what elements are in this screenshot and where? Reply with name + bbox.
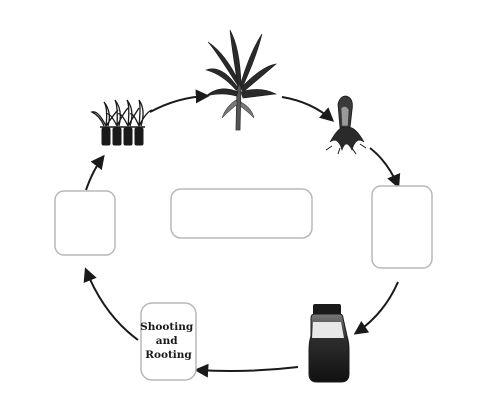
arrow-right-box-to-jar [353, 281, 399, 335]
shooting-rooting-label: Shooting and Rooting [140, 321, 197, 361]
culture-jar-icon [308, 304, 350, 383]
blank-box-center [170, 188, 313, 239]
arrow-shooting-to-left-box [83, 267, 139, 341]
banana-plant-icon [204, 29, 278, 131]
explant-icon [325, 95, 367, 155]
arrow-jar-to-shooting [194, 363, 299, 378]
blank-box-left [54, 190, 116, 256]
plantlets-icon [90, 99, 153, 146]
shooting-rooting-box [140, 302, 197, 381]
label-line-2: and [156, 335, 178, 347]
arrow-explant-to-right-box [369, 147, 401, 189]
arrow-left-box-to-plantlets [85, 154, 105, 191]
jar-lid [313, 304, 341, 316]
blank-box-right [371, 185, 433, 269]
shooting-rooting-node: Shooting and Rooting [140, 302, 197, 381]
cycle-arrows [83, 89, 401, 378]
arrow-plantlets-to-plant [149, 89, 210, 113]
label-line-1: Shooting [140, 321, 194, 333]
label-line-3: Rooting [145, 349, 192, 361]
arrow-plant-to-explant [281, 96, 335, 122]
